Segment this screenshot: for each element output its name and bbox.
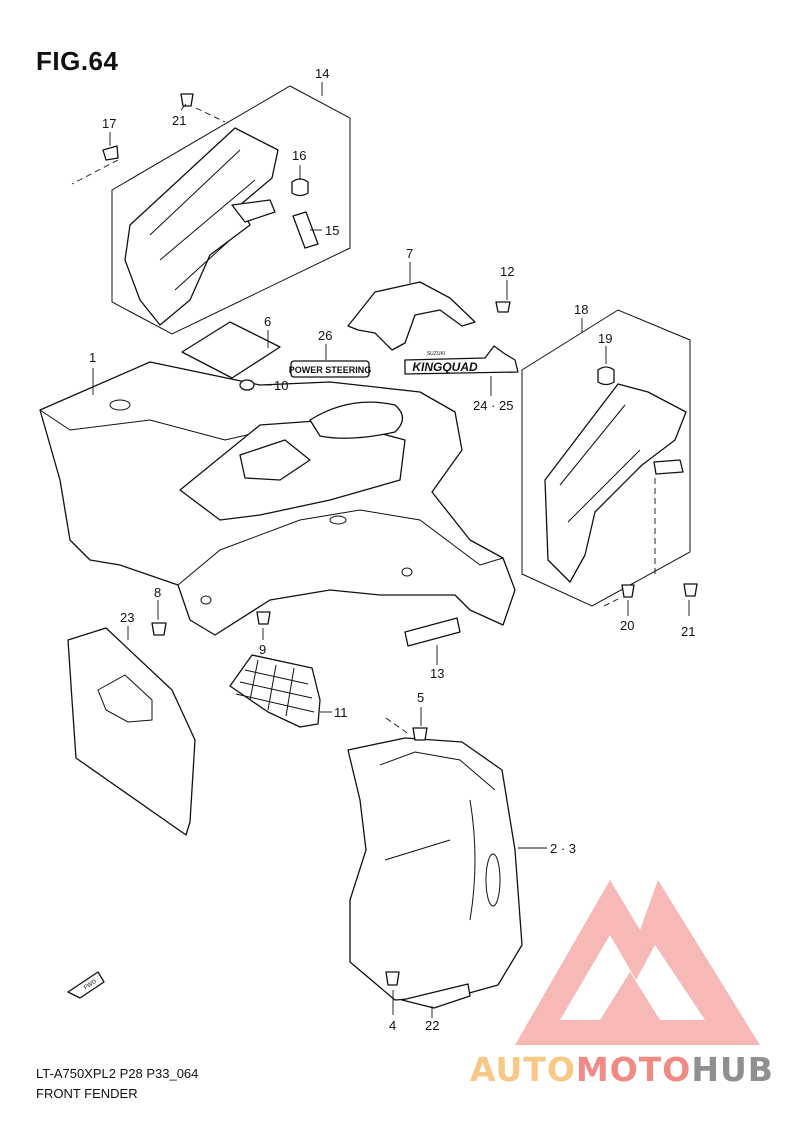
callout-7: 7 bbox=[406, 246, 413, 261]
callout-21-right: 21 bbox=[681, 624, 695, 639]
model-code: LT-A750XPL2 P28 P33_064 bbox=[36, 1066, 199, 1081]
callout-4: 4 bbox=[389, 1018, 396, 1033]
lid-6 bbox=[181, 321, 281, 379]
callout-17: 17 bbox=[102, 116, 116, 131]
section-name: FRONT FENDER bbox=[36, 1086, 138, 1101]
panel-kit-18 bbox=[521, 309, 691, 607]
watermark-part2: MOTO bbox=[575, 1050, 692, 1089]
callout-26: 26 bbox=[318, 328, 332, 343]
front-fender-1 bbox=[39, 361, 516, 636]
screw-9 bbox=[256, 611, 271, 625]
pad-13 bbox=[404, 617, 461, 647]
forward-arrow-icon: FWD bbox=[67, 971, 105, 999]
screw-20 bbox=[621, 584, 635, 598]
callout-2-3: 2 · 3 bbox=[550, 841, 576, 856]
clip-12 bbox=[495, 301, 511, 313]
callout-23: 23 bbox=[120, 610, 134, 625]
kingquad-text: KINGQUAD bbox=[412, 360, 478, 374]
callout-8: 8 bbox=[154, 585, 161, 600]
callout-5: 5 bbox=[417, 690, 424, 705]
callout-24-25: 24 · 25 bbox=[473, 398, 513, 413]
watermark-part1: AUTO bbox=[470, 1050, 576, 1089]
callout-1: 1 bbox=[89, 350, 96, 365]
cover-7 bbox=[347, 281, 476, 351]
callout-15: 15 bbox=[325, 223, 339, 238]
guard-22 bbox=[401, 983, 471, 1009]
callout-13: 13 bbox=[430, 666, 444, 681]
callout-11: 11 bbox=[334, 705, 348, 720]
callout-labels: 1 2 · 3 4 5 6 7 8 9 10 11 12 13 14 15 16… bbox=[89, 66, 695, 1033]
clip-17 bbox=[102, 145, 119, 161]
kingquad-small-text: SUZUKI bbox=[427, 351, 445, 357]
watermark-logo bbox=[515, 880, 760, 1045]
callout-12: 12 bbox=[500, 264, 514, 279]
callout-18: 18 bbox=[574, 302, 588, 317]
watermark-text: AUTOMOTOHUB bbox=[470, 1050, 774, 1089]
power-steering-decal-26: POWER STEERING bbox=[289, 360, 372, 378]
callout-21-top: 21 bbox=[172, 113, 186, 128]
screw-5 bbox=[412, 727, 428, 741]
panel-kit-14 bbox=[111, 85, 351, 335]
grille-11 bbox=[229, 654, 321, 728]
inner-fender-2-3 bbox=[347, 737, 523, 1001]
screw-21-right bbox=[683, 583, 698, 597]
callout-19: 19 bbox=[598, 331, 612, 346]
screw-8 bbox=[151, 622, 167, 636]
watermark-part3: HUB bbox=[691, 1050, 774, 1089]
callout-22: 22 bbox=[425, 1018, 439, 1033]
screw-21-top bbox=[180, 93, 194, 107]
kingquad-decal-24-25: SUZUKI KINGQUAD bbox=[404, 345, 519, 375]
screw-4 bbox=[385, 971, 400, 986]
shield-23 bbox=[67, 627, 196, 836]
callout-16: 16 bbox=[292, 148, 306, 163]
callout-14: 14 bbox=[315, 66, 329, 81]
leader-lines bbox=[71, 82, 690, 1018]
callout-6: 6 bbox=[264, 314, 271, 329]
callout-9: 9 bbox=[259, 642, 266, 657]
callout-10: 10 bbox=[274, 378, 288, 393]
figure-title: FIG.64 bbox=[36, 46, 119, 76]
power-steering-text: POWER STEERING bbox=[289, 365, 372, 375]
grommet-10 bbox=[239, 379, 255, 391]
callout-20: 20 bbox=[620, 618, 634, 633]
